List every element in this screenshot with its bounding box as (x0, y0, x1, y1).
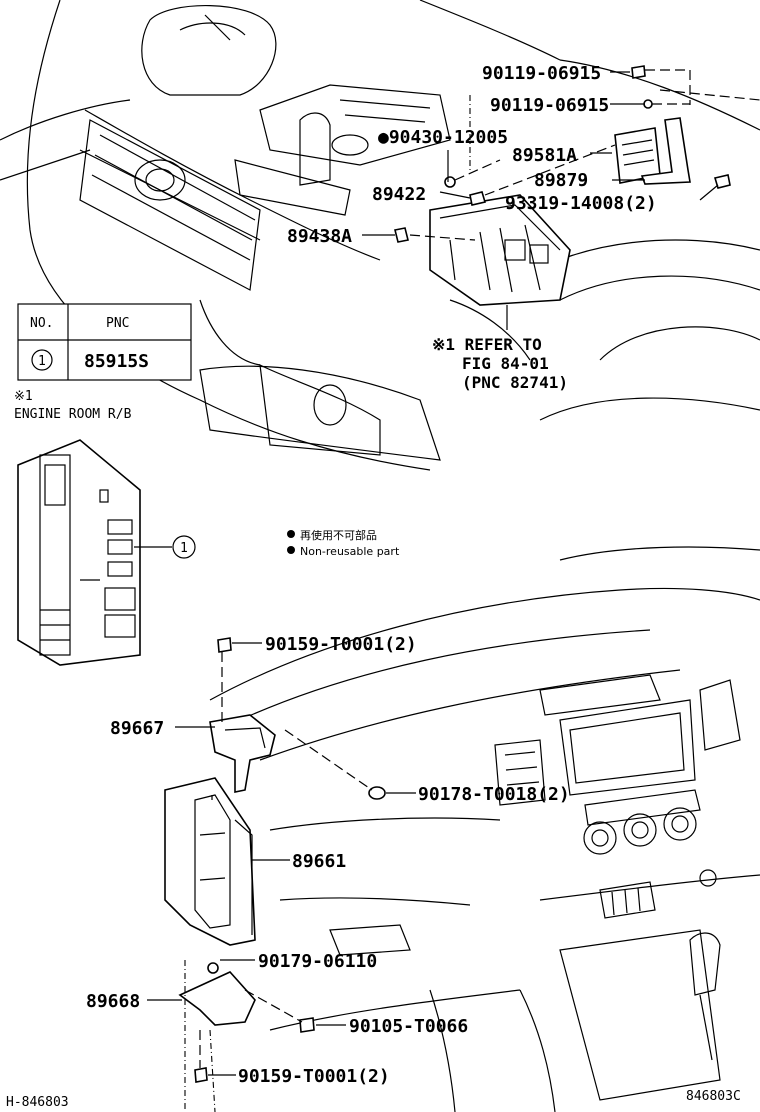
inset-callout-number: 1 (180, 541, 188, 556)
label-89438a: 89438A (287, 226, 352, 247)
inset-title: ENGINE ROOM R/B (14, 407, 132, 422)
refer-line-1: ※1 REFER TO (432, 335, 542, 354)
pnc-table-header-pnc: PNC (106, 316, 129, 331)
legend-jp: 再使用不可部品 (300, 528, 377, 542)
pnc-table-row-pnc: 85915S (84, 351, 149, 372)
footer-left-code: H-846803 (6, 1095, 69, 1110)
pnc-table: NO. PNC 1 85915S (17, 303, 192, 381)
legend-en: Non-reusable part (300, 545, 400, 558)
pnc-table-row-no: 1 (38, 354, 46, 369)
label-89422: 89422 (372, 184, 426, 205)
bracket-89879-part (640, 117, 691, 185)
refer-line-2: FIG 84-01 (462, 354, 549, 373)
dashboard-illustration (209, 546, 760, 1112)
labels-top: 90119-06915 90119-06915 ●90430-12005 895… (287, 63, 657, 392)
relay-box-part (429, 194, 571, 306)
pnc-table-header-no: NO. (30, 316, 53, 331)
label-89668: 89668 (86, 991, 140, 1012)
inset-engine-room-rb: ※1 ENGINE ROOM R/B 1 (14, 389, 196, 666)
label-93319-14008: 93319-14008(2) (505, 193, 657, 214)
label-90119-06915-a: 90119-06915 (482, 63, 601, 84)
labels-bottom: 90159-T0001(2) 89667 90178-T0018(2) 8966… (86, 634, 570, 1087)
label-89661: 89661 (292, 851, 346, 872)
bracket-89667-part (209, 714, 276, 793)
leader-lines-top (362, 69, 760, 330)
label-90159-t0001-b: 90159-T0001(2) (238, 1066, 390, 1087)
label-90430-12005: ●90430-12005 (378, 127, 508, 148)
label-89581a: 89581A (512, 145, 577, 166)
engine-bay-illustration (0, 0, 760, 471)
label-90119-06915-b: 90119-06915 (490, 95, 609, 116)
label-89667: 89667 (110, 718, 164, 739)
footer-right-code: 846803C (686, 1089, 741, 1104)
ecu-89661-part (164, 777, 256, 946)
label-90178-t0018: 90178-T0018(2) (418, 784, 570, 805)
label-89879: 89879 (534, 170, 588, 191)
inset-mark: ※1 (14, 389, 33, 404)
bracket-89668-part (178, 962, 256, 1026)
label-90105-t0066: 90105-T0066 (349, 1016, 468, 1037)
label-90179-06110: 90179-06110 (258, 951, 377, 972)
fasteners-bottom (194, 637, 386, 1083)
footer: H-846803 846803C (6, 1089, 741, 1110)
leader-lines-bottom (147, 642, 416, 1112)
refer-line-3: (PNC 82741) (462, 373, 568, 392)
legend: 再使用不可部品 Non-reusable part (287, 528, 400, 558)
label-90159-t0001-a: 90159-T0001(2) (265, 634, 417, 655)
